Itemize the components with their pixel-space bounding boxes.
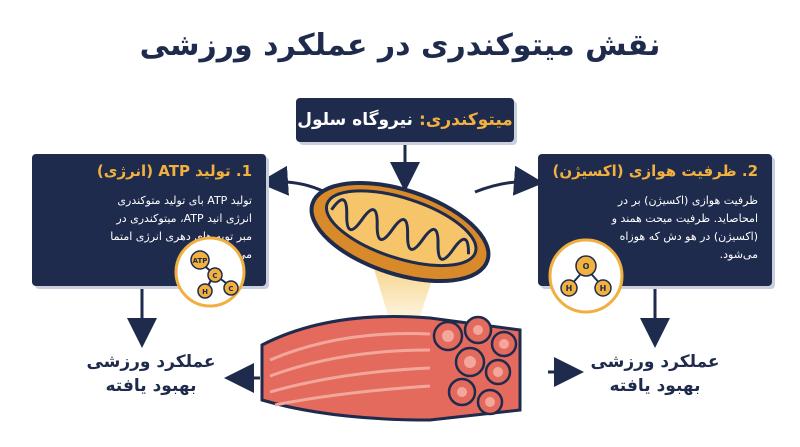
muscle-fiber-illustration xyxy=(260,315,522,422)
atp-label: ATP xyxy=(193,257,208,265)
arrow-right xyxy=(474,165,544,196)
mitochondria-callout: میتوکندری: نیروگاه سلول xyxy=(296,98,514,142)
card-title-atp: 1. تولید ATP (انرژی) xyxy=(96,162,252,180)
callout-value: نیروگاه سلول xyxy=(297,110,413,130)
page-title: نقش میتوکندری در عملکرد ورزشی xyxy=(139,28,661,63)
svg-text:H: H xyxy=(566,284,573,293)
result-right: عملکرد ورزشی بهبود یافته xyxy=(570,350,740,398)
svg-text:O: O xyxy=(583,262,590,271)
svg-text:H: H xyxy=(600,284,607,293)
card-title-aerobic: 2. ظرفیت هوازی (اکسیژن) xyxy=(552,162,758,180)
callout-label: میتوکندری: xyxy=(418,110,513,130)
result-left-line2: بهبود یافته xyxy=(105,376,197,396)
mitochondrion-illustration xyxy=(309,180,491,284)
svg-text:H: H xyxy=(202,288,208,296)
result-left: عملکرد ورزشی بهبود یافته xyxy=(66,350,236,398)
result-right-line2: بهبود یافته xyxy=(609,376,701,396)
svg-text:C: C xyxy=(212,272,217,280)
result-right-line1: عملکرد ورزشی xyxy=(590,352,720,372)
svg-text:C: C xyxy=(228,285,233,293)
card-body-aerobic: ظرفیت هوازی (اکسیژن) بر در امحاصاید. ظرف… xyxy=(611,194,758,261)
result-left-line1: عملکرد ورزشی xyxy=(86,352,216,372)
